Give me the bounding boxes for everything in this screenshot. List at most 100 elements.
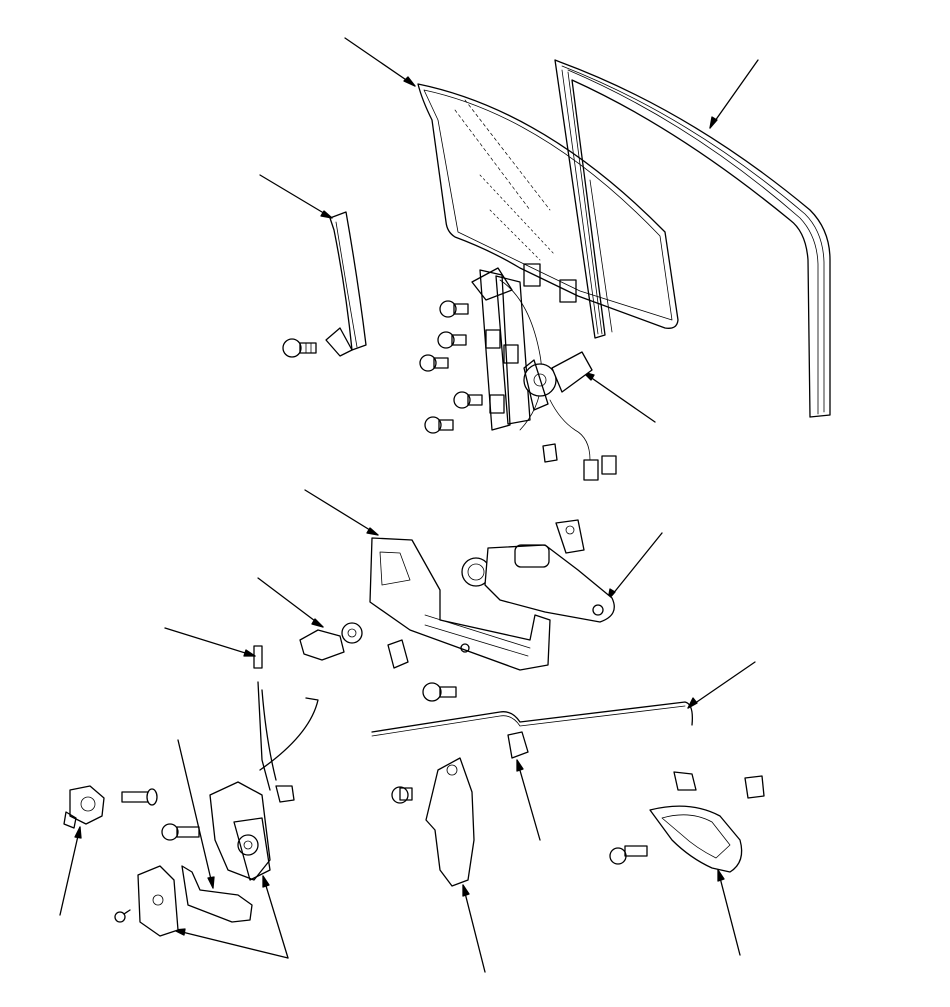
rear-channel-body bbox=[329, 211, 367, 351]
harness-clip bbox=[542, 443, 558, 463]
protector-hole bbox=[446, 764, 458, 776]
rod-holder-clip bbox=[507, 731, 529, 759]
leader-latch-cover bbox=[173, 929, 289, 959]
cylinder-face bbox=[80, 796, 96, 812]
rod-clip bbox=[253, 645, 263, 669]
arrow-glass-run-channel bbox=[709, 116, 718, 129]
regulator-bolt-1-shank bbox=[453, 303, 469, 315]
arrow-inner-handle bbox=[717, 869, 725, 882]
latch-housing bbox=[209, 781, 271, 881]
handle-screw bbox=[609, 845, 648, 865]
window-regulator bbox=[471, 267, 543, 431]
regulator-bolt-4 bbox=[453, 391, 483, 409]
glass-run-channel bbox=[554, 59, 831, 418]
handle-clip-2 bbox=[744, 775, 765, 799]
switch-body bbox=[299, 629, 345, 661]
cover-hole bbox=[152, 894, 164, 906]
cover-screw-head bbox=[114, 911, 126, 923]
regulator-bracket-3 bbox=[503, 344, 519, 364]
bracket-rail bbox=[424, 614, 531, 649]
protector-plug bbox=[391, 786, 413, 804]
run-channel-groove-2 bbox=[567, 69, 819, 415]
leader-clip bbox=[516, 759, 541, 841]
latch-screw-shank bbox=[176, 826, 200, 838]
handle-clips bbox=[673, 771, 765, 799]
regulator-bolts bbox=[419, 300, 483, 434]
protector-plug-shank bbox=[399, 787, 413, 801]
latch-rod-3 bbox=[259, 697, 319, 771]
regulator-bolt-1 bbox=[439, 300, 469, 318]
door-glass-outline bbox=[417, 83, 679, 329]
glass-reflection-1 bbox=[454, 109, 531, 211]
latch-rod-2 bbox=[261, 689, 277, 781]
latch-lever bbox=[275, 785, 295, 803]
regulator-bolt-2 bbox=[437, 331, 467, 349]
regulator-cable bbox=[499, 279, 543, 431]
actuator-screw-head bbox=[422, 682, 442, 702]
regulator-bolt-2-shank bbox=[451, 334, 467, 346]
handle-clip-1 bbox=[673, 771, 697, 791]
leader-lock-cylinder bbox=[59, 826, 81, 916]
actuator-ring-inner bbox=[467, 563, 485, 581]
regulator-rail-right bbox=[495, 275, 531, 425]
actuator-pivot bbox=[592, 604, 604, 616]
run-channel-groove-3 bbox=[561, 69, 599, 335]
arrow-latch-branch bbox=[262, 875, 270, 888]
bracket-rail-2 bbox=[424, 624, 529, 657]
leader-inner-handle bbox=[717, 869, 741, 956]
latch-assembly bbox=[209, 681, 319, 881]
regulator-bolt-5-head bbox=[424, 416, 442, 434]
actuator-motor bbox=[514, 544, 550, 568]
inner-handle bbox=[649, 805, 743, 873]
run-channel-groove-1 bbox=[561, 65, 825, 413]
regulator-bolt-4-head bbox=[453, 391, 471, 409]
actuator-cap bbox=[555, 519, 585, 554]
leader-door-glass bbox=[344, 37, 416, 87]
motor-mount bbox=[523, 359, 549, 411]
glass-bracket-right bbox=[559, 279, 577, 303]
arrow-lock-switch bbox=[311, 618, 324, 628]
latch-plate bbox=[233, 817, 271, 881]
arrow-clip bbox=[516, 759, 524, 772]
latch-screw bbox=[161, 823, 200, 841]
regulator-bolt-5-shank bbox=[438, 419, 454, 431]
latch-screw-head bbox=[161, 823, 179, 841]
door-latch-cover bbox=[137, 865, 253, 937]
outer-rod-line-2 bbox=[371, 705, 686, 737]
bracket-plate bbox=[369, 537, 551, 671]
motor-body bbox=[551, 351, 593, 393]
regulator-bolt-2-head bbox=[437, 331, 455, 349]
cylinder-body bbox=[69, 785, 105, 825]
regulator-bolt-4-shank bbox=[467, 394, 483, 406]
cover-screw-shank bbox=[123, 909, 131, 915]
door-glass bbox=[417, 83, 679, 329]
glass-reflection-3 bbox=[479, 174, 556, 256]
actuator-screw-shank bbox=[439, 686, 457, 698]
actuator-housing bbox=[484, 544, 615, 623]
leader-regulator-motor bbox=[582, 371, 656, 423]
rear-channel-inner bbox=[335, 221, 358, 348]
regulator-bracket-2 bbox=[489, 394, 505, 414]
actuator-screw bbox=[422, 682, 457, 702]
glass-bracket-left bbox=[523, 263, 541, 287]
arrow-door-glass bbox=[403, 76, 416, 87]
cylinder-screw bbox=[121, 788, 158, 806]
cylinder-tab bbox=[63, 811, 77, 829]
arrow-rear-channel bbox=[320, 210, 333, 219]
lock-actuator-bracket bbox=[369, 537, 551, 671]
leader-outer-rod bbox=[687, 661, 756, 709]
arrow-rod-clip bbox=[243, 649, 256, 657]
regulator-bolt-3-head bbox=[419, 354, 437, 372]
lock-actuator bbox=[461, 519, 615, 623]
power-window-motor bbox=[523, 351, 617, 481]
leader-protector bbox=[462, 884, 486, 973]
motor-connector bbox=[583, 459, 599, 481]
regulator-bolt-3 bbox=[419, 354, 449, 372]
leader-rod-clip bbox=[164, 627, 256, 657]
cover-plate bbox=[137, 865, 179, 937]
arrow-latch-rod bbox=[207, 876, 215, 889]
lock-cylinder-switch bbox=[63, 785, 105, 829]
regulator-bolt-5 bbox=[424, 416, 454, 434]
regulator-bolt-1-head bbox=[439, 300, 457, 318]
